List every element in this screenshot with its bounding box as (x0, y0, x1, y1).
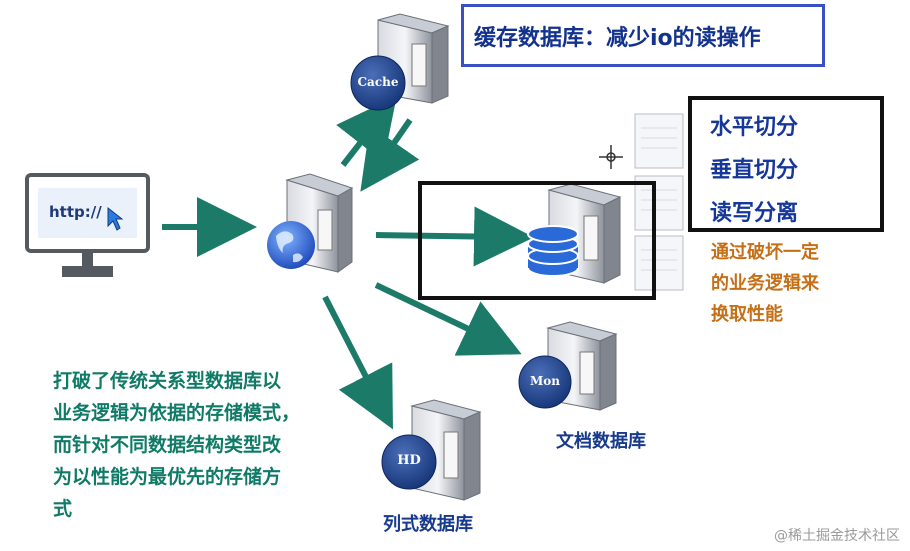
cache-description-text: 缓存数据库：减少io的读操作 (474, 25, 761, 51)
arrow-web-to-cache (336, 96, 397, 167)
column-db-label: 列式数据库 (383, 514, 473, 535)
arrow-cache-to-web (360, 118, 420, 192)
summary-line: 而针对不同数据结构类型改 (53, 434, 282, 456)
tradeoff-note: 通过破坏一定 的业务逻辑来 换取性能 (711, 237, 819, 330)
arrow-web-to-mongo (374, 282, 522, 356)
summary-line: 打破了传统关系型数据库以 (53, 370, 282, 392)
mongo-badge-label: Mon (529, 374, 560, 388)
database-server-icon (527, 183, 622, 284)
crosshair-icon (599, 145, 623, 169)
cache-badge-label: Cache (357, 75, 399, 89)
tradeoff-line: 换取性能 (711, 304, 783, 325)
split-item-vertical: 垂直切分 (710, 158, 799, 183)
summary-note: 打破了传统关系型数据库以 业务逻辑为依据的存储模式， 而针对不同数据结构类型改 … (53, 365, 353, 525)
document-stack-icon (634, 113, 684, 291)
document-db-label: 文档数据库 (556, 431, 646, 452)
flow-arrows (162, 96, 534, 430)
arrow-web-to-db (375, 206, 534, 267)
cache-server-icon (350, 13, 450, 111)
database-highlight-frame (418, 181, 656, 300)
summary-line: 式 (53, 498, 73, 520)
summary-line: 为以性能为最优先的存储方 (53, 466, 282, 488)
summary-line: 业务逻辑为依据的存储模式， (53, 402, 301, 424)
arrow-web-to-hd (322, 295, 393, 430)
document-db-server-icon (518, 321, 618, 411)
split-item-horizontal: 水平切分 (710, 115, 799, 140)
split-strategies-box: 水平切分 垂直切分 读写分离 (688, 96, 884, 232)
hd-badge-label: HD (397, 453, 421, 468)
tradeoff-line: 通过破坏一定 (711, 242, 819, 263)
web-server-icon (267, 173, 354, 273)
monitor-icon (25, 173, 150, 277)
watermark: @稀土掘金技术社区 (774, 528, 900, 544)
column-db-server-icon (381, 399, 482, 501)
tradeoff-line: 的业务逻辑来 (711, 273, 819, 294)
split-item-read-write: 读写分离 (710, 201, 799, 226)
monitor-url-text: http:// (49, 203, 102, 221)
cache-description-box: 缓存数据库：减少io的读操作 (461, 4, 825, 67)
